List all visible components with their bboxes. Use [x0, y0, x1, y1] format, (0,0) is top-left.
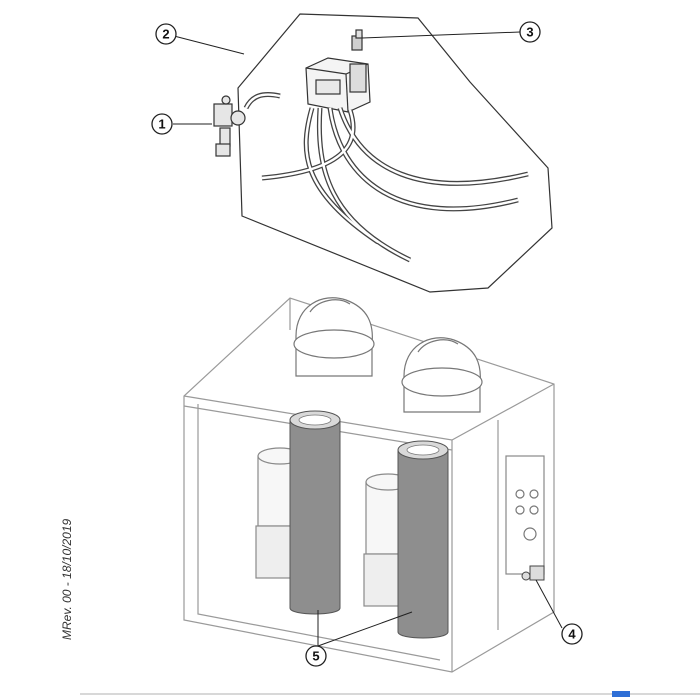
filter-housing-left	[293, 297, 375, 377]
callout-4: 4	[561, 623, 583, 645]
lower-assembly	[183, 297, 555, 673]
bottom-rule	[80, 693, 700, 695]
callout-5-number: 5	[312, 649, 319, 664]
callout-4-number: 4	[568, 627, 576, 642]
callout-1: 1	[151, 113, 173, 135]
callout-2-number: 2	[162, 27, 169, 42]
corner-mark	[612, 691, 630, 697]
machine-frame	[183, 297, 555, 673]
connector-part	[351, 29, 363, 51]
filter-housing-right	[401, 337, 483, 413]
housing-panel	[237, 13, 553, 293]
callout-lines	[173, 31, 563, 647]
callout-5: 5	[305, 645, 327, 667]
hoses-inner	[244, 93, 529, 262]
callout-3-number: 3	[526, 25, 533, 40]
callout-2: 2	[155, 23, 177, 45]
side-valve	[521, 565, 545, 581]
valve-assembly	[213, 95, 246, 157]
revision-label: MRev. 00 - 18/10/2019	[60, 518, 74, 640]
control-unit	[305, 57, 371, 113]
upper-assembly	[213, 13, 553, 293]
callout-1-number: 1	[158, 117, 165, 132]
filter-sleeve-right	[397, 440, 449, 639]
filter-sleeve-left	[289, 410, 341, 615]
callout-3: 3	[519, 21, 541, 43]
